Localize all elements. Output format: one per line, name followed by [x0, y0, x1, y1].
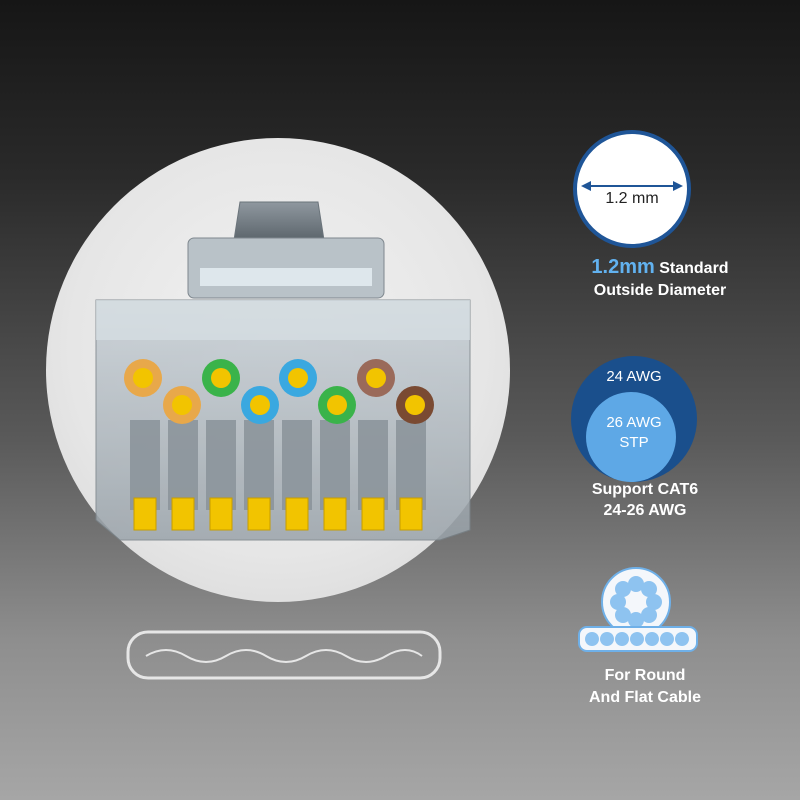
awg-caption-2: 24-26 AWG [603, 502, 687, 519]
cable-caption-1: For Round [604, 667, 686, 684]
diameter-circle-icon: 1.2 mm [573, 130, 691, 248]
dimension-arrow-icon [581, 181, 683, 191]
cable-caption-2: And Flat Cable [588, 689, 701, 706]
diameter-subline: Outside Diameter [593, 282, 727, 299]
awg-inner-label-1: 26 AWG [606, 414, 662, 431]
diameter-headline-value: 1.2mm [591, 256, 655, 278]
contact-slots [130, 420, 426, 510]
awg-outer-label: 24 AWG [606, 368, 662, 385]
gold-contacts [133, 497, 423, 531]
latch-tab [233, 201, 325, 241]
round-cable-icon [601, 567, 671, 637]
flat-cable-icon [578, 626, 698, 652]
awg-inner-label-2: STP [619, 434, 649, 451]
connector-bottom-profile [126, 630, 442, 680]
awg-caption-1: Support CAT6 [591, 481, 699, 498]
wire-ends [124, 359, 434, 424]
diameter-dimension-label: 1.2 mm [605, 190, 659, 207]
diameter-headline: 1.2mm Standard [560, 256, 760, 279]
diameter-headline-rest: Standard [659, 260, 729, 277]
awg-inner-circle [586, 392, 676, 482]
